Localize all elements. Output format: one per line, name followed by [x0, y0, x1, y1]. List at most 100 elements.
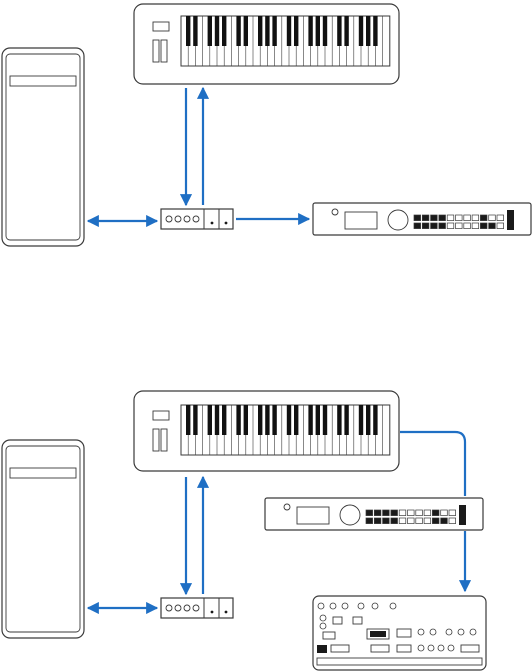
- drum-knob: [430, 629, 436, 635]
- drum-knob: [330, 603, 336, 609]
- black-key: [272, 405, 276, 435]
- rack-button: [472, 223, 479, 229]
- black-key: [208, 16, 212, 46]
- rack-button: [414, 215, 421, 221]
- black-key: [244, 16, 248, 46]
- setup-2: [2, 391, 486, 670]
- rack-button: [449, 518, 456, 524]
- black-key: [323, 16, 327, 46]
- drum-knob: [390, 603, 396, 609]
- rack-button: [441, 510, 448, 516]
- rack-button: [424, 510, 431, 516]
- cables-setup-1: [88, 88, 309, 221]
- rack-button: [447, 223, 454, 229]
- drum-knob: [418, 629, 424, 635]
- rack-button: [472, 215, 479, 221]
- black-key: [287, 405, 291, 435]
- rack-button: [383, 510, 390, 516]
- black-key: [236, 405, 240, 435]
- black-key: [287, 16, 291, 46]
- midi-interface: [161, 598, 233, 618]
- computer-tower: [2, 48, 84, 246]
- rack-button: [408, 518, 415, 524]
- black-key: [236, 16, 240, 46]
- midi-keyboard: [134, 391, 399, 471]
- rack-synth: [313, 203, 531, 235]
- drum-knob: [342, 603, 348, 609]
- rack-synth: [265, 498, 483, 530]
- black-key: [265, 405, 269, 435]
- drum-knob: [446, 629, 452, 635]
- black-key: [373, 405, 377, 435]
- rack-button: [416, 518, 423, 524]
- drum-knob: [320, 623, 326, 629]
- rack-button: [424, 518, 431, 524]
- rack-button: [414, 223, 421, 229]
- drum-knob: [358, 603, 364, 609]
- rack-button: [464, 223, 471, 229]
- rack-button: [383, 518, 390, 524]
- rack-button: [456, 215, 463, 221]
- drum-knob: [448, 645, 454, 651]
- rack-button: [489, 223, 496, 229]
- black-key: [316, 405, 320, 435]
- black-key: [316, 16, 320, 46]
- black-key: [337, 405, 341, 435]
- drum-knob: [438, 645, 444, 651]
- black-key: [222, 405, 226, 435]
- rack-button: [497, 215, 504, 221]
- black-key: [265, 16, 269, 46]
- drum-knob: [428, 645, 434, 651]
- rack-button: [431, 215, 438, 221]
- black-key: [215, 405, 219, 435]
- setup-1: [2, 4, 531, 246]
- rack-button: [374, 518, 381, 524]
- rack-button: [449, 510, 456, 516]
- black-key: [344, 405, 348, 435]
- drum-knob: [372, 603, 378, 609]
- midi-keyboard: [134, 4, 399, 84]
- black-key: [258, 16, 262, 46]
- drum-knob: [458, 629, 464, 635]
- rack-button: [366, 510, 373, 516]
- black-key: [308, 405, 312, 435]
- rack-button: [391, 518, 398, 524]
- black-key: [258, 405, 262, 435]
- rack-button: [422, 215, 429, 221]
- black-key: [344, 16, 348, 46]
- black-key: [244, 405, 248, 435]
- rack-button: [456, 223, 463, 229]
- rack-button: [408, 510, 415, 516]
- black-key: [193, 405, 197, 435]
- rack-button: [416, 510, 423, 516]
- keybed: [181, 405, 390, 455]
- rack-button: [391, 510, 398, 516]
- black-key: [294, 16, 298, 46]
- rack-button: [399, 518, 406, 524]
- black-key: [215, 16, 219, 46]
- rack-button: [432, 510, 439, 516]
- black-key: [222, 16, 226, 46]
- drum-knob: [318, 603, 324, 609]
- black-key: [193, 16, 197, 46]
- rack-button: [497, 223, 504, 229]
- rack-button: [464, 215, 471, 221]
- black-key: [373, 16, 377, 46]
- black-key: [272, 16, 276, 46]
- drum-knob: [320, 615, 326, 621]
- black-key: [366, 16, 370, 46]
- rack-button: [480, 223, 487, 229]
- rack-button: [431, 223, 438, 229]
- rack-button: [439, 223, 446, 229]
- drum-knob: [418, 645, 424, 651]
- rack-button: [432, 518, 439, 524]
- black-key: [186, 405, 190, 435]
- rack-button: [366, 518, 373, 524]
- keybed: [181, 16, 390, 66]
- rack-button: [489, 215, 496, 221]
- black-key: [308, 16, 312, 46]
- black-key: [337, 16, 341, 46]
- rack-button: [399, 510, 406, 516]
- rack-button: [422, 223, 429, 229]
